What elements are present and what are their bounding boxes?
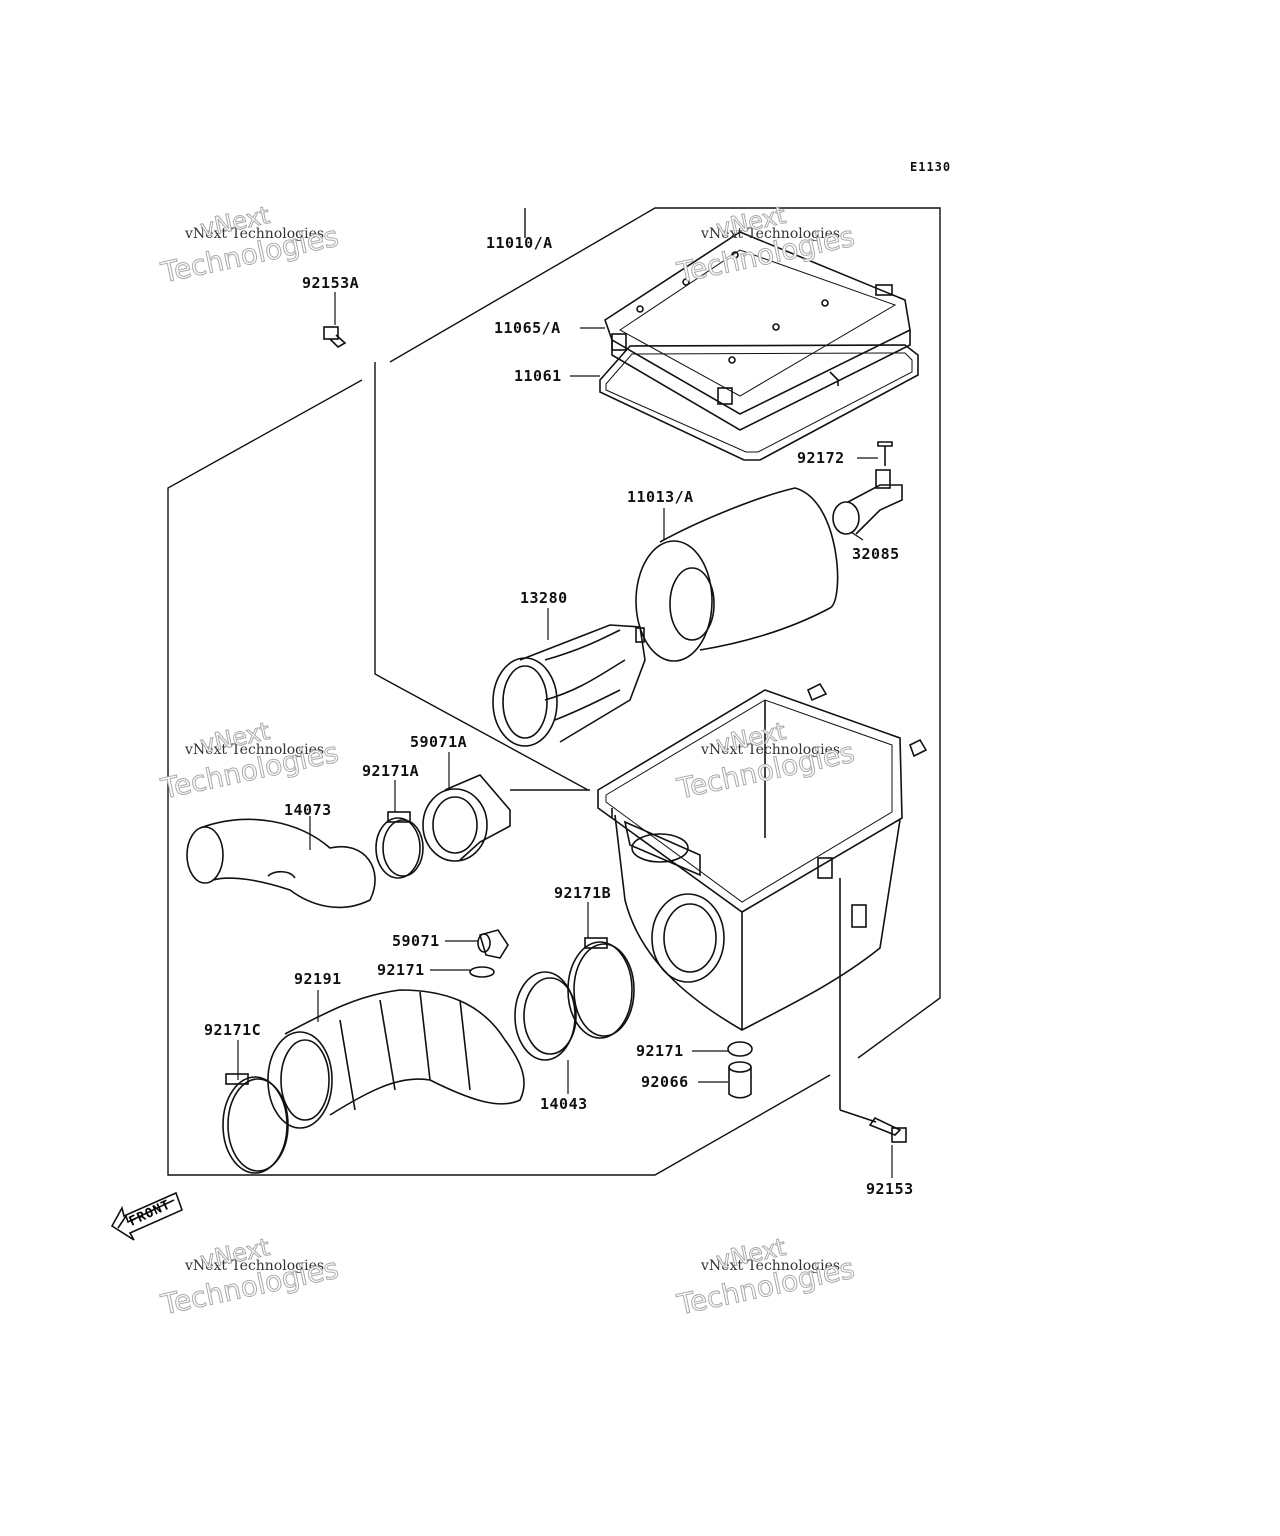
rubber-duct-92191 bbox=[267, 989, 525, 1129]
part-label-59071a: 59071A bbox=[410, 733, 468, 751]
part-label-92191: 92191 bbox=[294, 970, 342, 988]
intake-duct-59071a bbox=[422, 774, 590, 862]
part-label-92171a: 92171A bbox=[362, 762, 420, 780]
leader-lines bbox=[237, 292, 893, 1178]
part-label-92172: 92172 bbox=[797, 449, 845, 467]
part-label-11065a: 11065/A bbox=[494, 319, 561, 337]
part-label-92153: 92153 bbox=[866, 1180, 914, 1198]
filter-frame bbox=[492, 624, 646, 747]
air-box-case bbox=[597, 682, 928, 1031]
part-label-14073: 14073 bbox=[284, 801, 332, 819]
part-label-92171-upper: 92171 bbox=[377, 961, 425, 979]
clamp-92171c bbox=[222, 1073, 289, 1174]
clamp-92171b bbox=[567, 937, 635, 1039]
front-direction-arrow: FRONT bbox=[110, 1188, 190, 1248]
bolt-92153 bbox=[839, 878, 907, 1143]
sensor-59071 bbox=[477, 929, 509, 959]
front-arrow-icon bbox=[110, 1191, 184, 1241]
part-label-11013a: 11013/A bbox=[627, 488, 694, 506]
part-label-32085: 32085 bbox=[852, 545, 900, 563]
filter-element bbox=[635, 487, 839, 662]
part-label-92153a: 92153A bbox=[302, 274, 360, 292]
cap-92066 bbox=[728, 1061, 752, 1099]
diagram-code: E1130 bbox=[910, 160, 952, 174]
part-label-92171c: 92171C bbox=[204, 1021, 262, 1039]
part-label-14043: 14043 bbox=[540, 1095, 588, 1113]
clip-92171-lower bbox=[727, 1041, 753, 1057]
screen-14043 bbox=[514, 971, 577, 1061]
part-label-11010a: 11010/A bbox=[486, 234, 553, 252]
part-label-92171b: 92171B bbox=[554, 884, 612, 902]
part-label-13280: 13280 bbox=[520, 589, 568, 607]
part-label-92066: 92066 bbox=[641, 1073, 689, 1091]
part-label-59071: 59071 bbox=[392, 932, 440, 950]
clip-92171-upper bbox=[469, 966, 495, 978]
air-box-lid bbox=[604, 231, 911, 431]
screw-92172 bbox=[877, 441, 893, 466]
clamp-92171a bbox=[375, 811, 424, 879]
bolt-92153a bbox=[323, 326, 347, 348]
part-label-92171-lower: 92171 bbox=[636, 1042, 684, 1060]
bracket-clip bbox=[832, 469, 903, 535]
intake-tube-14073 bbox=[186, 818, 376, 909]
assembly-frame bbox=[167, 207, 941, 1176]
part-label-11061: 11061 bbox=[514, 367, 562, 385]
lid-gasket bbox=[599, 344, 919, 461]
